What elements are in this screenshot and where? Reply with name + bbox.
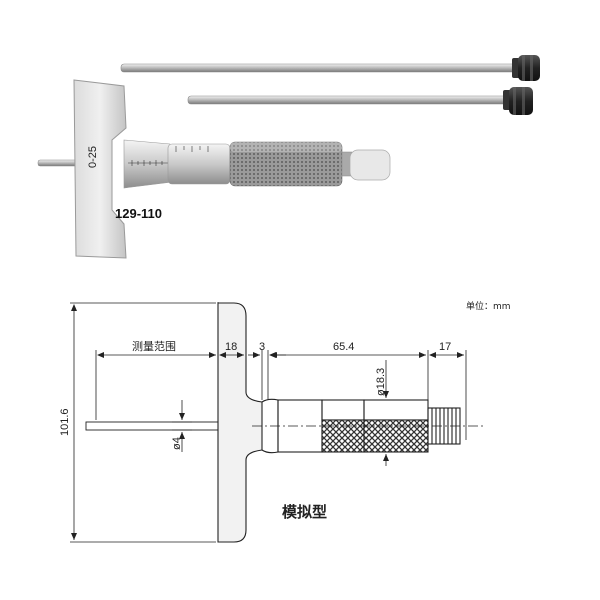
dim-rod-diameter: ø4 [171, 437, 183, 450]
technical-drawing: 单位：mm [59, 300, 511, 543]
measuring-range-label: 测量范围 [132, 339, 176, 353]
dim-gap: 3 [259, 341, 265, 353]
thimble-plain [321, 399, 365, 421]
product-photo: 0-25 129-110 [37, 55, 540, 259]
micrometer-photo: 0-25 [37, 79, 391, 259]
depth-rod [85, 421, 219, 431]
dimension-lines [70, 302, 467, 543]
ratchet-knurl [363, 419, 429, 453]
thimble-knurl [321, 419, 365, 453]
dim-base-thickness: 18 [225, 341, 237, 353]
base-plate-outline [217, 302, 263, 543]
sleeve-scale-ticks [128, 160, 168, 166]
dim-thimble-diameter: ø18.3 [375, 368, 387, 396]
extension-rod-long [120, 55, 540, 81]
model-number-label: 129-110 [115, 206, 162, 221]
drawing-body [85, 302, 486, 543]
type-label: 模拟型 [282, 503, 327, 521]
dim-thimble-end: 17 [439, 341, 451, 353]
unit-note: 单位：mm [466, 300, 511, 312]
thimble-scale-ticks [175, 146, 209, 152]
ratchet-plain [363, 399, 429, 421]
dim-height: 101.6 [59, 408, 71, 436]
dim-barrel-length: 65.4 [333, 341, 354, 353]
extension-rod-short [187, 87, 533, 115]
svg-text:0-25: 0-25 [87, 146, 99, 168]
